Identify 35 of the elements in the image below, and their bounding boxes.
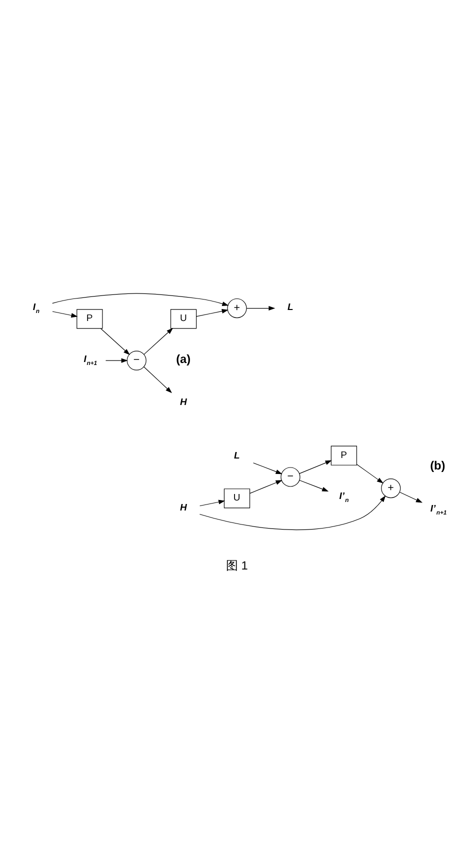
node-circle: + <box>381 478 401 498</box>
node-text: L <box>234 450 240 461</box>
arrow <box>52 310 78 318</box>
node-box: U <box>170 308 197 328</box>
label: (a) <box>176 351 191 366</box>
node-box: P <box>330 445 358 465</box>
caption: 图 1 <box>226 558 248 572</box>
node-box: U <box>224 488 250 508</box>
node-circle: − <box>280 466 300 486</box>
arrow <box>52 292 229 306</box>
arrow <box>199 495 386 530</box>
node-text: I’$_{n}$ <box>339 490 349 504</box>
arrow <box>246 305 276 310</box>
node-text: H <box>180 502 187 514</box>
arrow <box>399 491 423 502</box>
arrow <box>200 499 226 506</box>
arrow <box>299 479 329 492</box>
node-text: I$_{n}$ <box>32 301 40 314</box>
node-text: I’$_{n+1}$ <box>430 502 447 516</box>
arrow <box>196 308 228 316</box>
node-text: H <box>180 396 187 408</box>
node-box: P <box>76 308 103 328</box>
arrow <box>100 328 130 355</box>
node-text: I$_{n+1}$ <box>84 354 98 367</box>
arrow <box>252 462 282 474</box>
node-text: L <box>288 301 294 312</box>
arrow <box>250 480 282 494</box>
arrow <box>299 460 332 474</box>
arrow <box>144 366 172 393</box>
node-circle: + <box>227 298 247 318</box>
arrow <box>356 464 384 483</box>
arrow <box>144 327 174 354</box>
arrow <box>105 358 128 362</box>
node-circle: − <box>126 350 146 370</box>
label: (b) <box>430 458 446 472</box>
